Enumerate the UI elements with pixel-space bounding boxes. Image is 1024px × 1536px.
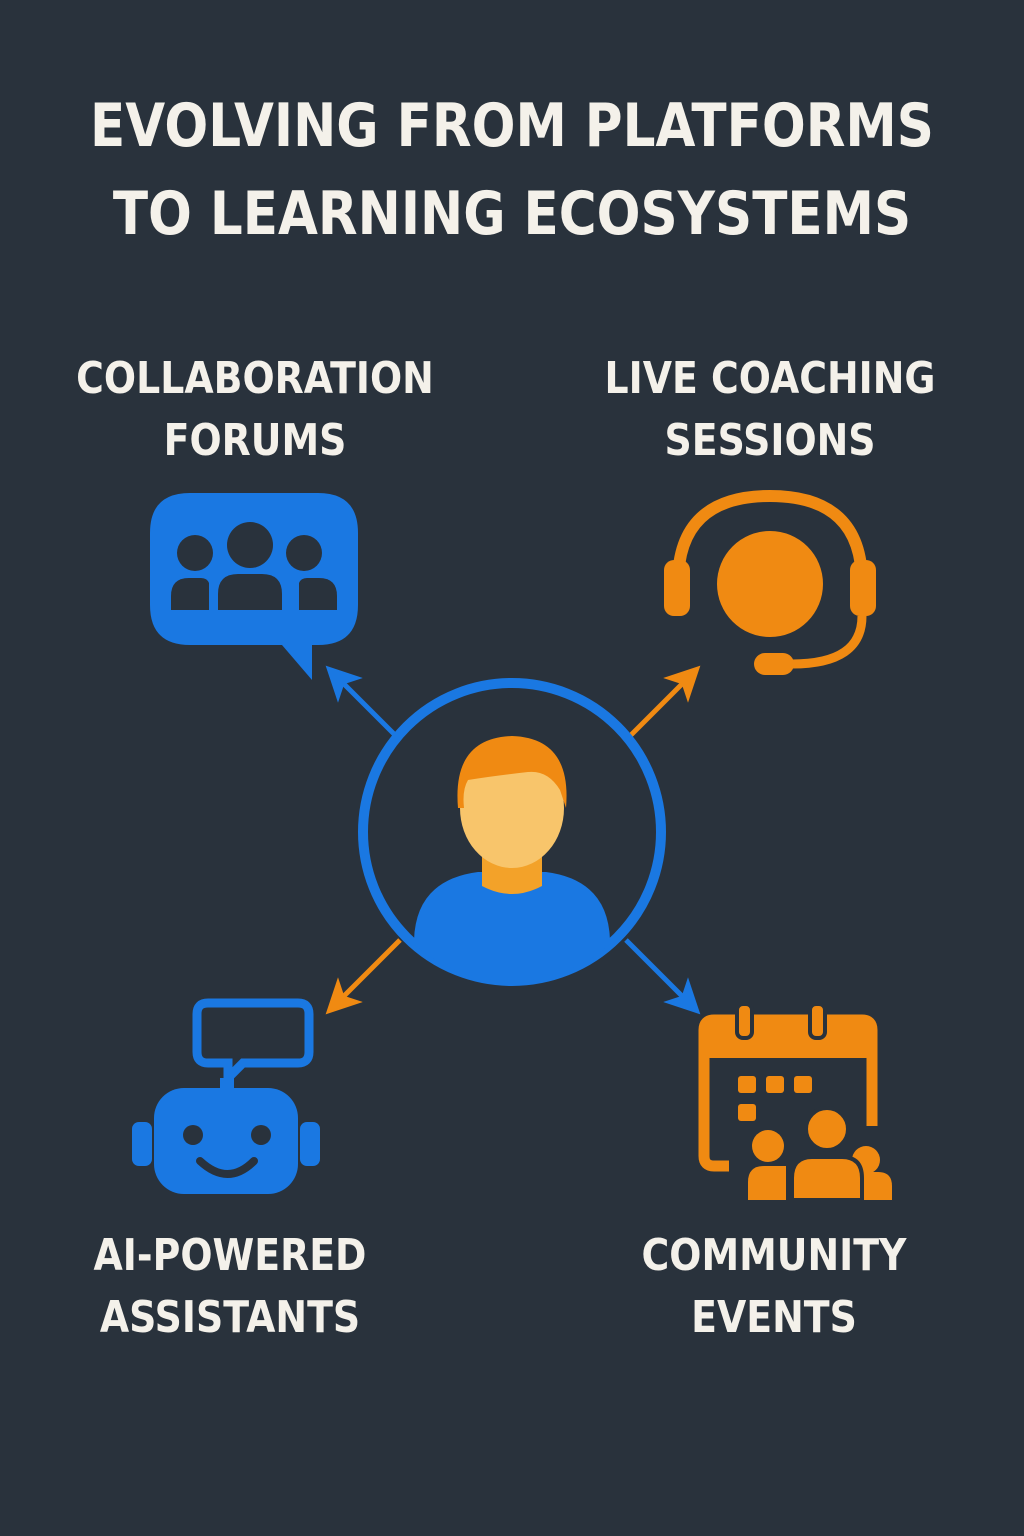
chat-group-icon	[150, 493, 358, 680]
title-line-2: TO LEARNING ECOSYSTEMS	[112, 179, 912, 249]
connector-arrow-coaching	[624, 665, 701, 742]
robot-icon	[132, 998, 320, 1194]
label-collaboration-forums: COLLABORATION FORUMS	[76, 353, 434, 466]
page-title: EVOLVING FROM PLATFORMS TO LEARNING ECOS…	[72, 82, 953, 258]
calendar-group-icon	[698, 1002, 892, 1202]
label-community-events: COMMUNITY EVENTS	[641, 1230, 907, 1343]
connector-arrow-collaboration	[325, 665, 402, 742]
label-ai-powered-assistants: AI-POWERED ASSISTANTS	[93, 1230, 367, 1343]
label-live-coaching-sessions: LIVE COACHING SESSIONS	[604, 353, 936, 466]
headset-icon	[664, 489, 876, 675]
connector-arrow-community	[624, 938, 701, 1015]
connector-arrow-ai	[325, 938, 402, 1015]
learner-avatar-icon	[358, 678, 666, 986]
title-line-1: EVOLVING FROM PLATFORMS	[90, 91, 934, 161]
